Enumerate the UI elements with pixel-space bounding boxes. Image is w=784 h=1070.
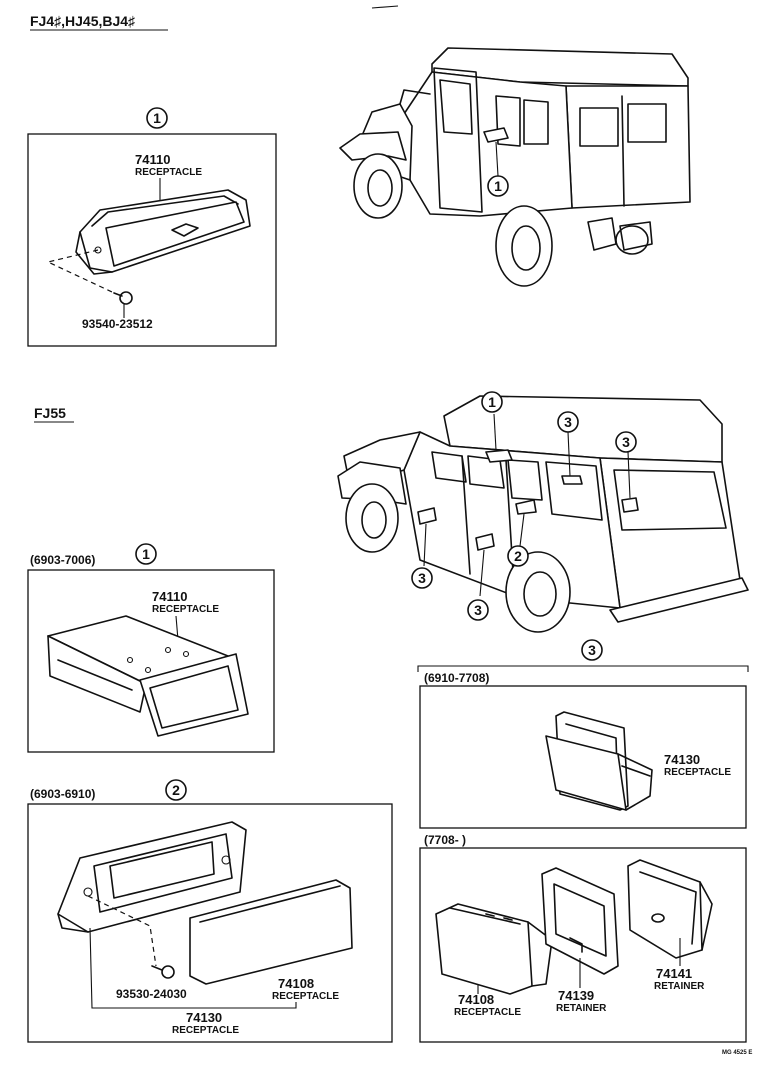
svg-text:2: 2 [172, 782, 180, 798]
model-header-fj4: FJ4♯,HJ45,BJ4♯ [30, 13, 136, 29]
panel-c-assy-number: 74130 [186, 1010, 222, 1025]
footer-code: MG 4525 E [722, 1050, 752, 1056]
svg-text:1: 1 [142, 546, 150, 562]
receptacle-74110-drawing-b [47, 615, 249, 737]
callout-1-panel-b: 1 [135, 543, 157, 565]
panel-e-p1-name: RECEPTACLE [454, 1007, 521, 1018]
panel-e-p3-number: 74141 [656, 966, 692, 981]
panel-e-date-range: (7708- ) [424, 833, 466, 847]
callout-1-panel-a: 1 [146, 107, 168, 129]
screw-leader-c [87, 895, 157, 967]
receptacle-74110-drawing-a [75, 189, 251, 275]
panel-e-p3-name: RETAINER [654, 981, 705, 992]
panel-b-part-name: RECEPTACLE [152, 604, 219, 615]
panel-d-frame [419, 685, 747, 829]
model-header-fj55: FJ55 [34, 405, 66, 421]
callout-3-front-door: 3 [411, 567, 433, 589]
panel-a-screw-number: 93540-23512 [82, 317, 153, 331]
panel-b-part-number: 74110 [152, 589, 187, 604]
panel-c-date-range: (6903-6910) [30, 787, 95, 801]
panel-e-frame [419, 847, 747, 1043]
panel-a-frame [27, 133, 277, 347]
vehicle-fj40-drawing [339, 47, 691, 287]
panel-c-screw-number: 93530-24030 [116, 987, 187, 1001]
svg-text:3: 3 [474, 602, 482, 618]
lens-74108-drawing-c [189, 879, 353, 985]
svg-text:1: 1 [488, 394, 496, 410]
receptacle-74130-drawing-d [545, 711, 653, 811]
panel-c-frame [27, 803, 393, 1043]
callout-2-vehicle: 2 [507, 545, 529, 567]
svg-text:3: 3 [564, 414, 572, 430]
callout-1-vehicle-top: 1 [487, 175, 509, 197]
receptacle-74108-drawing-e [435, 903, 553, 995]
panel-c-lens-name: RECEPTACLE [272, 991, 339, 1002]
panel-a-part-name: RECEPTACLE [135, 167, 202, 178]
svg-text:2: 2 [514, 548, 522, 564]
panel-c-assy-name: RECEPTACLE [172, 1025, 239, 1036]
screw-drawing-a [113, 291, 133, 305]
svg-text:3: 3 [622, 434, 630, 450]
panel-d-part-number: 74130 [664, 752, 700, 767]
panel-a-part-number: 74110 [135, 152, 170, 167]
group-3-bracket [417, 665, 749, 672]
assy-bracket-c [89, 927, 297, 1009]
panel-c-lens-number: 74108 [278, 976, 314, 991]
panel-b-date-range: (6903-7006) [30, 553, 95, 567]
panel-e-p2-number: 74139 [558, 988, 594, 1003]
svg-text:3: 3 [418, 570, 426, 586]
retainer-74141-drawing [627, 859, 713, 959]
panel-d-date-range: (6910-7708) [424, 671, 489, 685]
svg-text:1: 1 [153, 110, 161, 126]
retainer-74139-drawing [541, 867, 619, 975]
panel-d-part-name: RECEPTACLE [664, 767, 731, 778]
callout-2-panel-c: 2 [165, 779, 187, 801]
callout-3-group: 3 [581, 639, 603, 661]
svg-text:3: 3 [588, 642, 596, 658]
panel-e-p1-number: 74108 [458, 992, 494, 1007]
panel-b-frame [27, 569, 275, 753]
callout-3-roof-rear: 3 [615, 431, 637, 453]
callout-1-vehicle-fj55: 1 [481, 391, 503, 413]
panel-e-p2-name: RETAINER [556, 1003, 607, 1014]
svg-text:1: 1 [494, 178, 502, 194]
callout-3-rear-door: 3 [467, 599, 489, 621]
screw-drawing-c [151, 965, 175, 979]
vehicle-fj55-drawing [337, 395, 749, 633]
callout-3-roof-center: 3 [557, 411, 579, 433]
scan-mark [371, 5, 399, 9]
